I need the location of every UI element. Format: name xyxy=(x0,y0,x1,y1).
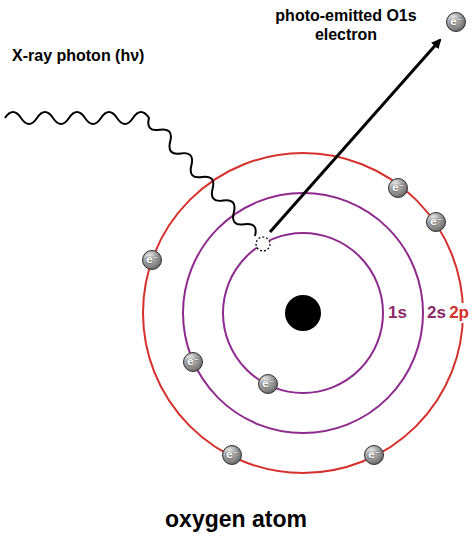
electron-symbol: e⁻ xyxy=(392,183,404,193)
electron: e⁻ xyxy=(364,445,384,465)
shell-label: 1s xyxy=(388,303,407,323)
electron: e⁻ xyxy=(142,250,162,270)
shell-label: 2p xyxy=(448,303,470,323)
electron: e⁻ xyxy=(426,212,446,232)
orbit-1s xyxy=(223,233,383,393)
electron: e⁻ xyxy=(222,445,242,465)
electron: e⁻ xyxy=(183,352,203,372)
core-hole xyxy=(256,237,270,251)
caption: oxygen atom xyxy=(0,506,472,534)
shell-label: 2s xyxy=(427,303,446,323)
photon-label: X-ray photon (hν) xyxy=(12,46,144,65)
electron: e⁻ xyxy=(446,12,466,32)
electron-symbol: e⁻ xyxy=(262,379,274,389)
orbit-2p xyxy=(143,153,463,473)
xray-wave xyxy=(5,112,256,236)
nucleus xyxy=(285,295,321,331)
electron-symbol: e⁻ xyxy=(430,217,442,227)
electron: e⁻ xyxy=(388,178,408,198)
electron-symbol: e⁻ xyxy=(450,17,462,27)
electron-symbol: e⁻ xyxy=(368,450,380,460)
orbit-2s xyxy=(183,193,423,433)
electron: e⁻ xyxy=(258,374,278,394)
electron-symbol: e⁻ xyxy=(146,255,158,265)
emission-arrow xyxy=(270,40,440,232)
electron-symbol: e⁻ xyxy=(226,450,238,460)
electron-symbol: e⁻ xyxy=(187,357,199,367)
emitted-electron-label: photo-emitted O1s electron xyxy=(262,6,430,44)
